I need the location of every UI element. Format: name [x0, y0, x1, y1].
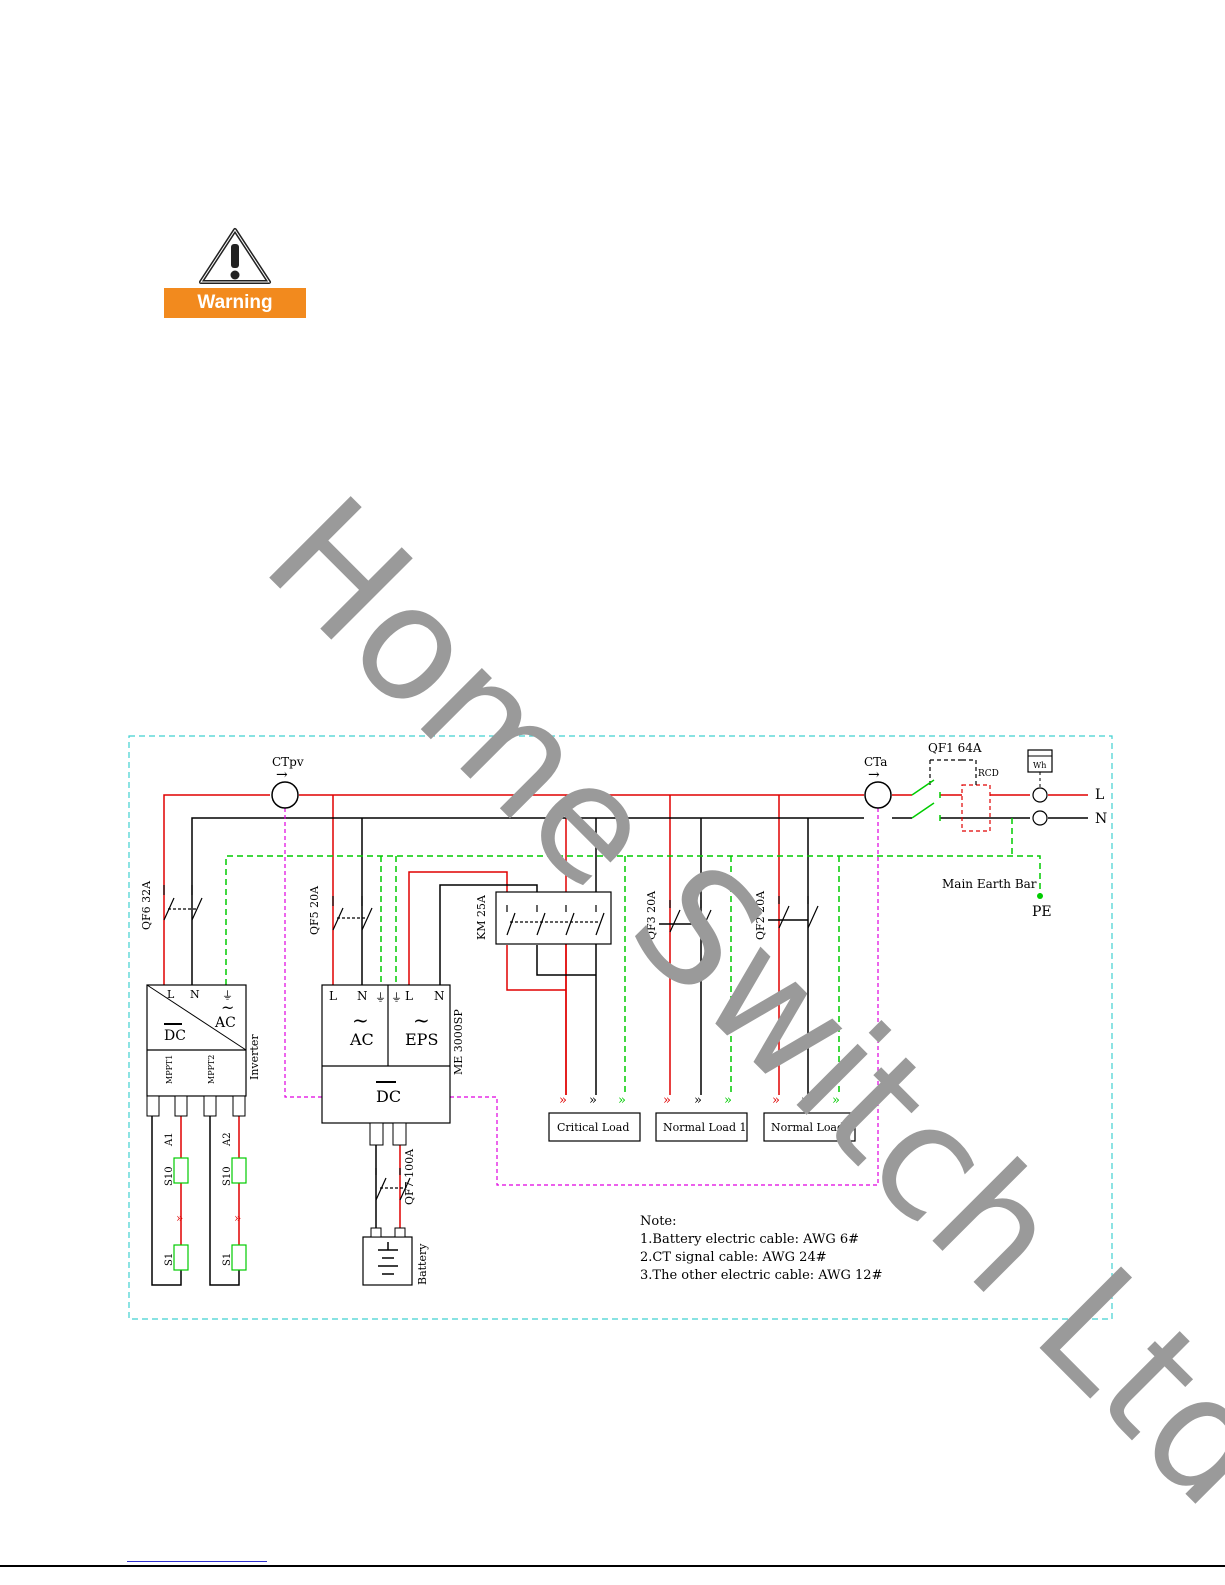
normal-load-1-box: Normal Load 1: [655, 1112, 748, 1142]
battery-icon: [362, 1227, 413, 1286]
svg-text:»: »: [724, 1093, 732, 1108]
notes: Note: 1.Battery electric cable: AWG 6# 2…: [640, 1214, 882, 1283]
svg-text:Note:: Note:: [640, 1214, 677, 1229]
svg-text:AC: AC: [349, 1030, 374, 1049]
svg-text:S10: S10: [164, 1166, 175, 1186]
svg-text:MPPT1: MPPT1: [165, 1055, 174, 1084]
qf1-breaker: QF1 64A RCD: [911, 741, 999, 832]
svg-text:→: →: [276, 767, 288, 783]
svg-text:L: L: [405, 989, 413, 1003]
normal-load-2-box: Normal Load 2: [763, 1112, 856, 1142]
qf5-label: QF5 20A: [308, 885, 321, 935]
svg-text:Wh: Wh: [1033, 761, 1046, 770]
svg-text:L: L: [329, 989, 337, 1003]
svg-text:»: »: [832, 1093, 840, 1108]
svg-text:DC: DC: [164, 1028, 186, 1044]
svg-text:AC: AC: [214, 1015, 236, 1031]
svg-text:~: ~: [413, 1008, 430, 1032]
qf3-breaker: [669, 900, 712, 933]
svg-text:CTa: CTa: [864, 755, 887, 769]
svg-text:»: »: [618, 1093, 626, 1108]
svg-text:A2: A2: [222, 1132, 233, 1147]
svg-text:S1: S1: [222, 1253, 233, 1266]
earth-bus: [225, 818, 1041, 1095]
pv-string-1: A1 S10 S1 »: [164, 1132, 189, 1271]
svg-text:Normal Load 2: Normal Load 2: [771, 1121, 855, 1134]
label-line-l: L: [1095, 787, 1104, 803]
inverter-box: L N ⏚ ~ AC DC MPPT1 MPPT2: [146, 984, 247, 1117]
svg-text:~: ~: [221, 998, 234, 1017]
svg-text:»: »: [559, 1093, 567, 1108]
svg-text:DC: DC: [376, 1087, 401, 1106]
svg-text:3.The other electric cable: AW: 3.The other electric cable: AWG 12#: [640, 1268, 882, 1283]
load-arrows: » » » » » » » » »: [559, 1093, 840, 1108]
svg-text:»: »: [234, 1211, 241, 1225]
svg-text:L: L: [167, 988, 175, 1001]
footer-link-underline: [127, 1561, 267, 1562]
svg-text:»: »: [801, 1093, 809, 1108]
battery-label: Battery: [416, 1243, 429, 1285]
svg-text:MPPT2: MPPT2: [207, 1055, 216, 1084]
svg-text:~: ~: [352, 1008, 369, 1032]
svg-text:RCD: RCD: [978, 769, 999, 779]
pv-string-2: A2 S10 S1 »: [222, 1132, 247, 1271]
energy-meter: Wh: [1027, 749, 1053, 826]
qf2-breaker: [778, 896, 819, 929]
svg-text:»: »: [772, 1093, 780, 1108]
svg-text:»: »: [589, 1093, 597, 1108]
qf7-label: QF7 100A: [403, 1148, 416, 1205]
main-earth-bar-label: Main Earth Bar: [942, 877, 1037, 891]
qf6-breaker: [163, 885, 203, 921]
ct-signal-cable: [284, 808, 879, 1186]
me3000sp-label: ME 3000SP: [452, 1009, 465, 1075]
ct-pv-sensor: CTpv →: [271, 755, 304, 809]
svg-text:PE: PE: [1032, 904, 1052, 920]
warning-label: Warning: [164, 288, 306, 318]
km-label: KM 25A: [475, 894, 488, 940]
inverter-label: Inverter: [248, 1034, 261, 1080]
svg-text:N: N: [357, 989, 368, 1003]
svg-text:⏚: ⏚: [391, 991, 402, 1004]
svg-text:2.CT signal cable: AWG 24#: 2.CT signal cable: AWG 24#: [640, 1250, 827, 1265]
qf3-label: QF3 20A: [645, 890, 658, 940]
warning-sign: Warning: [164, 226, 306, 318]
svg-text:»: »: [694, 1093, 702, 1108]
svg-text:N: N: [434, 989, 445, 1003]
live-bus: [163, 794, 1088, 1245]
qf6-label: QF6 32A: [140, 880, 153, 930]
svg-text:EPS: EPS: [405, 1030, 438, 1049]
svg-text:S1: S1: [164, 1253, 175, 1266]
diagram-border: [128, 735, 1113, 1320]
pe-terminal: PE: [1032, 893, 1052, 920]
svg-text:QF1 64A: QF1 64A: [928, 741, 982, 755]
critical-load-box: Critical Load: [548, 1112, 641, 1142]
svg-text:S10: S10: [222, 1166, 233, 1186]
qf7-breaker: [375, 1168, 411, 1201]
svg-text:N: N: [190, 988, 200, 1001]
km-contactor: [495, 891, 612, 945]
svg-text:⏚: ⏚: [222, 989, 233, 1002]
svg-text:CTpv: CTpv: [272, 755, 304, 769]
svg-text:⏚: ⏚: [375, 991, 386, 1004]
svg-text:→: →: [868, 767, 880, 783]
qf5-breaker: [332, 896, 373, 931]
warning-triangle-icon: [199, 228, 271, 284]
me3000sp-unit: L N ⏚ ⏚ L N ~ AC ~ EPS DC: [321, 984, 451, 1146]
svg-text:Normal Load 1: Normal Load 1: [663, 1121, 747, 1134]
footer-rule: [0, 1565, 1225, 1567]
svg-text:Critical Load: Critical Load: [557, 1121, 629, 1134]
svg-text:1.Battery electric cable: AWG: 1.Battery electric cable: AWG 6#: [640, 1232, 859, 1247]
svg-text:A1: A1: [164, 1132, 175, 1147]
label-line-n: N: [1095, 811, 1107, 827]
qf2-label: QF2 20A: [754, 890, 767, 940]
ct-a-sensor: CTa →: [864, 755, 892, 809]
svg-text:»: »: [176, 1211, 183, 1225]
svg-text:»: »: [663, 1093, 671, 1108]
